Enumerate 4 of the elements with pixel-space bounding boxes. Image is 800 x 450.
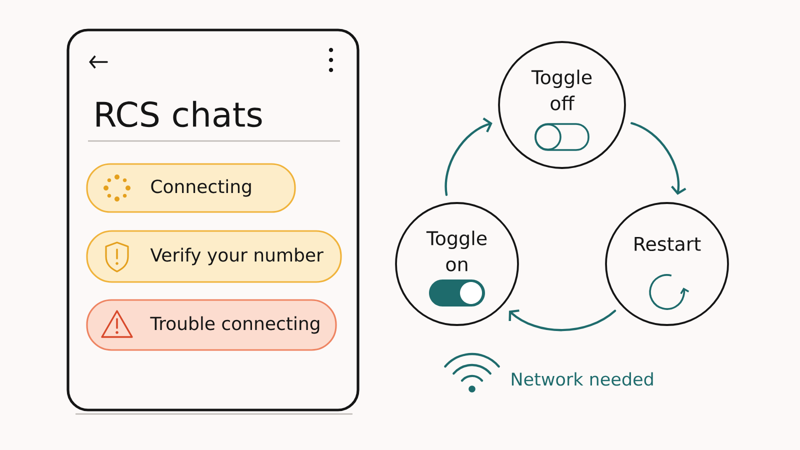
note-text: Network needed bbox=[512, 372, 653, 386]
arrow bbox=[630, 122, 686, 195]
arrow bbox=[508, 310, 616, 332]
arrow bbox=[444, 118, 492, 196]
